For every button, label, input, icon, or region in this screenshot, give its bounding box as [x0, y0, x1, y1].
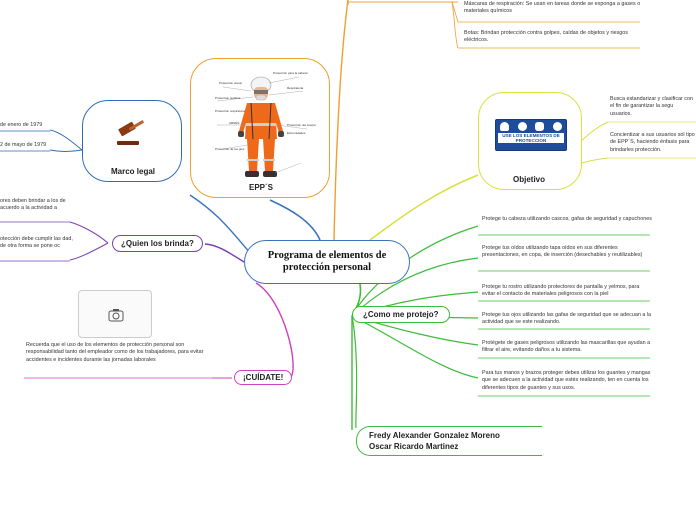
authors-node[interactable]: Fredy Alexander Gonzalez Moreno Oscar Ri…: [356, 426, 542, 456]
fig-label-4: Protección respiratoria: [215, 109, 246, 113]
fig-label-0: Protección visual: [219, 81, 242, 85]
link-epp: [269, 199, 321, 241]
como-item-3[interactable]: Protege tus ojos utilizando las gafas de…: [482, 312, 652, 326]
como-item-4[interactable]: Protégete de gases peligrosos utilizando…: [482, 340, 651, 354]
marco-legal-node[interactable]: Marco legal: [82, 100, 182, 182]
como-item-5[interactable]: Para tus manos y brazos proteger debes u…: [482, 370, 651, 391]
fig-label-1: Protección para la cabeza: [273, 71, 308, 75]
worker-figure: [216, 76, 308, 177]
link-objetivo: [369, 174, 479, 241]
sign-icons: [496, 120, 566, 131]
cuidate-text[interactable]: Recuerda que el uso de los elementos de …: [26, 342, 204, 363]
quien-node[interactable]: ¿Quien los brinda?: [112, 235, 203, 252]
como-item-1[interactable]: Protege tus oídos utilizando tapa oídos …: [482, 245, 643, 259]
quien-item-1[interactable]: otección debe cumplir las dad, de otra f…: [0, 236, 73, 250]
link-cuidate: [255, 282, 294, 379]
image-placeholder: [78, 290, 152, 338]
cuidate-node[interactable]: ¡CUÍDATE!: [234, 370, 293, 385]
fig-label-3: Respiratoria: [287, 86, 304, 90]
objetivo-title: Objetivo: [513, 175, 546, 184]
objetivo-node[interactable]: USE LOS ELEMENTOS DE PROTECCION Objetivo: [478, 92, 582, 190]
camera-icon: [108, 309, 124, 322]
fig-label-8: ARNÉS: [229, 121, 240, 125]
objetivo-item-1[interactable]: Concientizar a sus usuarios sol tipo de …: [610, 132, 695, 153]
quien-title: ¿Quien los brinda?: [121, 239, 194, 248]
fig-label-6: Extremidades: [287, 131, 306, 135]
link-marco: [189, 194, 253, 256]
earmuff-icon: [552, 122, 562, 131]
quien-item-0[interactable]: ores deben brindar a los de acuerdo a la…: [0, 198, 66, 212]
author-2: Oscar Ricardo Martinez: [369, 442, 459, 451]
epp-title: EPP´S: [249, 183, 274, 192]
epp-sign: USE LOS ELEMENTOS DE PROTECCION: [495, 119, 567, 151]
central-title: Programa de elementos de protección pers…: [267, 250, 387, 273]
fig-label-7: Protección de los pies: [215, 147, 245, 151]
epp-item-0[interactable]: Máscaras de respiración: Se usan en tare…: [464, 1, 641, 15]
fig-label-5: Protección del cuerpo: [287, 123, 317, 127]
cuidate-title: ¡CUÍDATE!: [243, 373, 284, 382]
central-topic[interactable]: Programa de elementos de protección pers…: [244, 240, 410, 284]
epp-item-1[interactable]: Botas: Brindan protección contra golpes,…: [464, 30, 628, 44]
marco-item-1[interactable]: 2 de mayo de 1979: [0, 142, 47, 148]
sign-text: USE LOS ELEMENTOS DE PROTECCION: [498, 133, 564, 144]
marco-legal-title: Marco legal: [111, 167, 156, 176]
epp-node[interactable]: Protección visual Protección para la cab…: [190, 58, 330, 198]
goggles-icon: [517, 122, 527, 131]
como-item-2[interactable]: Protege tu rostro utilizando protectores…: [482, 284, 640, 298]
link-top: [333, 0, 349, 241]
como-title: ¿Como me protejo?: [363, 310, 439, 319]
como-item-0[interactable]: Protege tu cabeza utilizando cascos, gaf…: [482, 216, 652, 222]
gavel-icon: [117, 120, 145, 145]
helmet-icon: [500, 122, 510, 131]
objetivo-item-0[interactable]: Busca estandarizar y clasificar con el f…: [610, 96, 693, 117]
marco-item-0[interactable]: de enero de 1979: [0, 122, 43, 128]
como-node[interactable]: ¿Como me protejo?: [352, 306, 450, 323]
fig-label-2: Protección auditiva: [215, 96, 241, 100]
author-1: Fredy Alexander Gonzalez Moreno: [369, 431, 500, 440]
link-quien: [204, 243, 245, 263]
mask-icon: [535, 122, 545, 131]
